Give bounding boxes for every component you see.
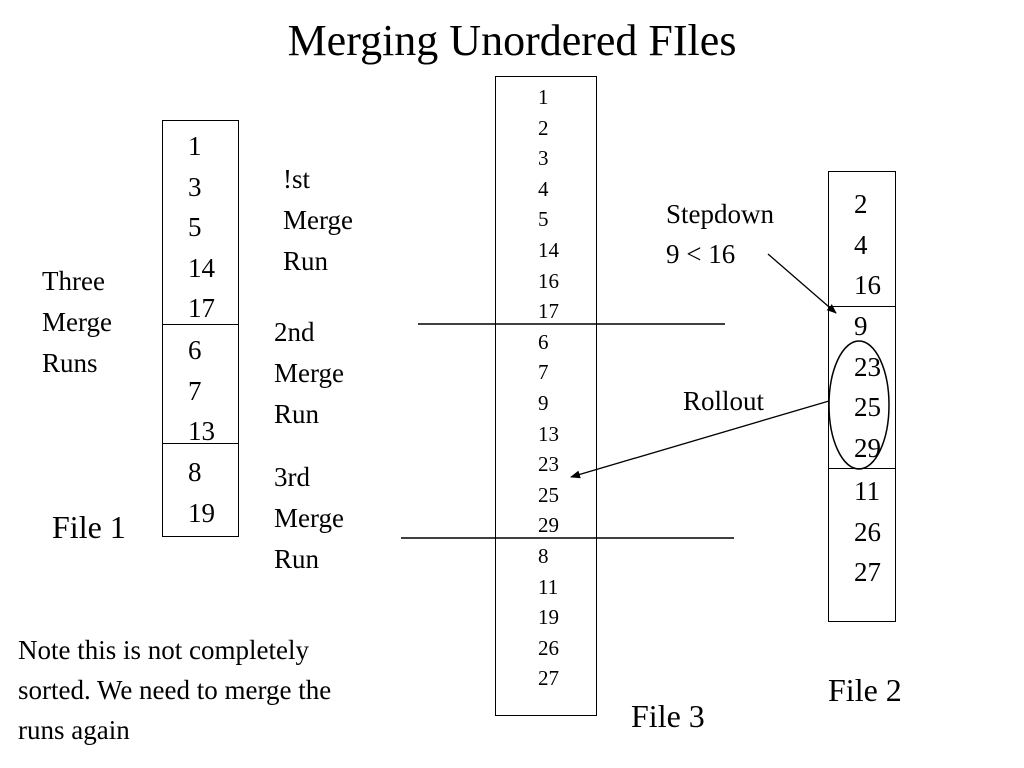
file3-value: 14 xyxy=(538,237,559,262)
page-title: Merging Unordered FIles xyxy=(287,16,737,65)
file1-value: 17 xyxy=(188,293,215,323)
file1-run-1: 1 3 5 14 17 xyxy=(188,126,215,329)
file3-box xyxy=(495,76,597,716)
three-merge-runs-label: Three Merge Runs xyxy=(42,266,112,378)
file2-section-1: 2 4 16 xyxy=(854,184,881,306)
file3-value: 19 xyxy=(538,605,559,630)
file2-section-2: 9 23 25 29 xyxy=(854,306,881,468)
file1-value: 14 xyxy=(188,252,215,283)
file2-value: 2 xyxy=(854,189,868,219)
file3-value: 4 xyxy=(538,176,549,201)
file1-value: 6 xyxy=(188,335,202,365)
file3-value: 25 xyxy=(538,482,559,507)
file1-label: File 1 xyxy=(52,509,126,545)
file3-value: 5 xyxy=(538,207,549,232)
file3-value: 3 xyxy=(538,146,549,171)
file1-run-divider-1 xyxy=(162,324,239,325)
file2-value: 11 xyxy=(854,476,880,506)
rollout-ellipse xyxy=(828,340,890,470)
file1-run-3: 8 19 xyxy=(188,452,215,533)
file3-value: 13 xyxy=(538,421,559,446)
file1-box xyxy=(162,120,239,537)
file2-value: 27 xyxy=(854,557,881,587)
file3-value: 23 xyxy=(538,452,559,477)
file3-value: 2 xyxy=(538,115,549,140)
file3-value: 1 xyxy=(538,85,549,109)
file1-value: 3 xyxy=(188,171,202,202)
file3-value: 6 xyxy=(538,329,549,354)
stepdown-label: Stepdown 9 < 16 xyxy=(666,199,774,269)
file2-value: 16 xyxy=(854,270,881,300)
file3-value: 11 xyxy=(538,574,559,599)
file2-value: 25 xyxy=(854,392,881,422)
file2-value: 4 xyxy=(854,229,868,260)
note-text: Note this is not completely sorted. We n… xyxy=(18,635,332,745)
first-merge-run-label: !st Merge Run xyxy=(283,164,353,276)
file2-value: 23 xyxy=(854,351,881,382)
file2-label: File 2 xyxy=(828,672,902,708)
rollout-label: Rollout xyxy=(683,386,765,416)
file1-value: 5 xyxy=(188,212,202,242)
file2-value: 9 xyxy=(854,311,868,341)
file3-value: 17 xyxy=(538,299,559,324)
file3-value: 16 xyxy=(538,268,559,293)
file1-value: 19 xyxy=(188,497,215,528)
file1-value: 13 xyxy=(188,416,215,446)
file1-value: 8 xyxy=(188,457,202,487)
file3-value: 8 xyxy=(538,543,549,568)
third-merge-run-label: 3rd Merge Run xyxy=(274,462,344,574)
file1-run-2: 6 7 13 xyxy=(188,330,215,452)
file1-value: 1 xyxy=(188,131,202,161)
file3-value: 26 xyxy=(538,635,559,660)
file1-value: 7 xyxy=(188,375,202,406)
file2-divider-1 xyxy=(828,306,896,307)
file3-value: 9 xyxy=(538,390,549,415)
rollout-arrow xyxy=(570,400,830,479)
file2-value: 26 xyxy=(854,516,881,547)
stepdown-arrow xyxy=(767,253,837,314)
file1-run-divider-2 xyxy=(162,443,239,444)
file3-value: 29 xyxy=(538,513,559,538)
second-merge-run-label: 2nd Merge Run xyxy=(274,317,344,429)
file3-value: 7 xyxy=(538,360,549,385)
file3-label: File 3 xyxy=(631,698,705,734)
file2-section-3: 11 26 27 xyxy=(854,471,881,593)
file3-values: 1 2 3 4 5 14 16 17 6 7 9 13 23 25 29 8 1… xyxy=(538,82,559,694)
file3-value: 27 xyxy=(538,666,559,691)
